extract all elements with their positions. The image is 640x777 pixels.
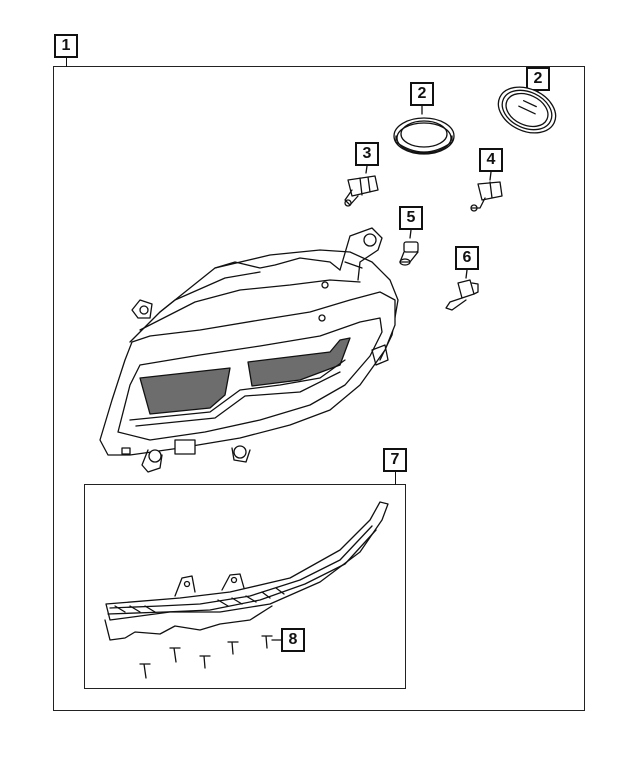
halogen-bulb-icon xyxy=(344,175,379,207)
halogen-bulb-icon-2 xyxy=(470,181,503,212)
callout-1: 1 xyxy=(54,34,78,58)
callout-2-right: 2 xyxy=(526,67,550,91)
callout-2-left: 2 xyxy=(410,82,434,106)
callout-5: 5 xyxy=(399,206,423,230)
callout-8: 8 xyxy=(281,628,305,652)
leader-line-7 xyxy=(395,472,396,485)
callout-6: 6 xyxy=(455,246,479,270)
callout-3: 3 xyxy=(355,142,379,166)
screw-icon xyxy=(139,635,273,679)
bulb-seal-cap-icon xyxy=(393,117,455,155)
headlamp-assembly-icon xyxy=(99,227,399,473)
wedge-bulb-icon xyxy=(399,241,419,266)
callout-4: 4 xyxy=(479,148,503,172)
led-strip-frame xyxy=(84,484,406,689)
bulb-socket-icon xyxy=(445,279,479,311)
bulb-seal-cap-icon-2 xyxy=(497,86,557,134)
leader-line-1 xyxy=(66,57,67,67)
assembly-frame xyxy=(53,66,585,711)
led-strip-icon xyxy=(104,501,389,641)
callout-7: 7 xyxy=(383,448,407,472)
